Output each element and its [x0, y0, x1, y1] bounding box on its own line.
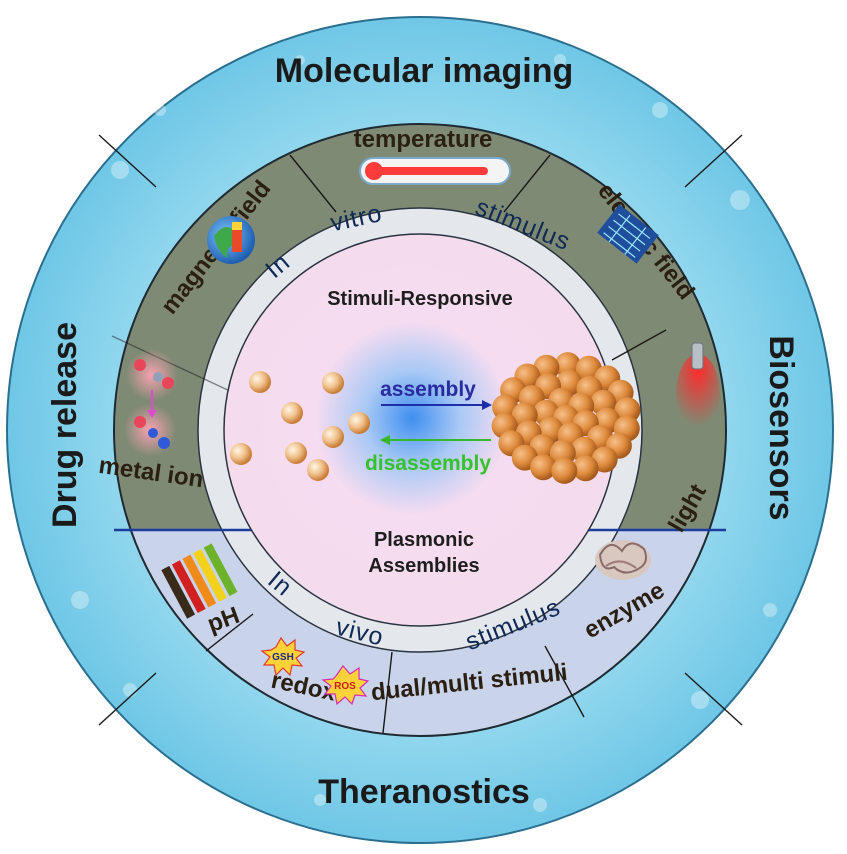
outer-dividers: [98, 134, 743, 726]
ros-label: ROS: [334, 681, 356, 692]
nanoparticle: [285, 442, 307, 464]
outer-label-left: Drug release: [46, 322, 84, 528]
outer-label-top: Molecular imaging: [275, 52, 574, 90]
stimulus-temperature: temperature: [354, 126, 493, 153]
cluster-nanoparticle: [614, 397, 641, 424]
outer-label-right: Biosensors: [762, 335, 800, 520]
nanoparticle: [249, 371, 271, 393]
globe-magnet-icon: [207, 216, 255, 264]
cluster-nanoparticle: [492, 394, 519, 421]
center-subtitle-line1: Plasmonic: [374, 529, 474, 551]
nanoparticle: [307, 459, 329, 481]
disassembly-label: disassembly: [365, 452, 491, 475]
disassembly-arrow: [380, 435, 491, 445]
gsh-label: GSH: [272, 652, 294, 663]
nanoparticle: [322, 426, 344, 448]
center-subtitle-line2: Assemblies: [368, 555, 479, 577]
outer-label-bottom: Theranostics: [318, 773, 530, 811]
assembly-label: assembly: [380, 378, 476, 401]
nanoparticle: [322, 372, 344, 394]
thermometer-icon: [359, 157, 511, 185]
cluster-nanoparticle: [530, 454, 557, 481]
assembly-arrow: [381, 400, 492, 410]
enzyme-icon: [595, 540, 651, 580]
ros-burst-icon: ROS: [321, 665, 370, 706]
nanoparticle: [281, 402, 303, 424]
metal-ion-icon: [124, 349, 178, 456]
outer-ring-bubbles: [71, 54, 777, 812]
cluster-nanoparticle: [551, 457, 578, 484]
circuit-board-icon: [597, 204, 659, 264]
dispersed-nanoparticles: [230, 371, 370, 481]
flashlight-icon: [676, 342, 720, 434]
center-title: Stimuli-Responsive: [327, 288, 513, 310]
nanoparticle: [348, 412, 370, 434]
gsh-burst-icon: GSH: [260, 636, 306, 677]
nanoparticle: [230, 443, 252, 465]
cluster-nanoparticle: [572, 455, 599, 482]
assembled-cluster: [491, 352, 641, 484]
ph-strips-icon: [161, 543, 238, 619]
